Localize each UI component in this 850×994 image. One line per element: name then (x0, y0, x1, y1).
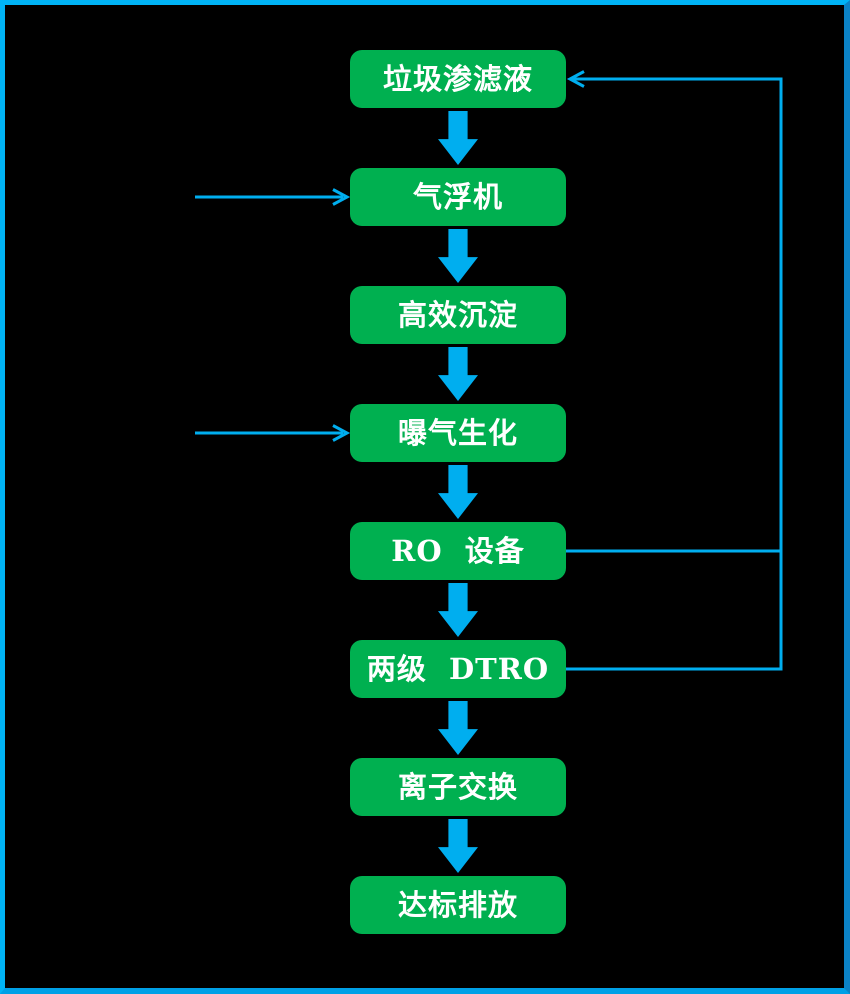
node-aeration-biochemical: 曝气生化 (350, 404, 566, 462)
node-landfill-leachate: 垃圾渗滤液 (350, 50, 566, 108)
return-arrowhead-leachate-icon (566, 70, 585, 88)
node-two-stage-dtro: 两级 DTRO (350, 640, 566, 698)
node-standard-discharge: 达标排放 (350, 876, 566, 934)
node-label: 离子交换 (397, 769, 518, 804)
inflow-arrowhead-air-flotation-icon (332, 188, 351, 206)
node-label: 曝气生化 (397, 415, 518, 450)
node-label: RO 设备 (391, 533, 525, 568)
node-label: 两级 DTRO (366, 651, 550, 686)
node-air-flotation: 气浮机 (350, 168, 566, 226)
node-label: 高效沉淀 (397, 297, 518, 332)
node-label: 达标排放 (397, 887, 518, 922)
recycle-line-dtro-return (566, 77, 783, 671)
node-label: 垃圾渗滤液 (382, 61, 533, 96)
node-label: 气浮机 (412, 179, 503, 214)
node-high-efficiency-sedimentation: 高效沉淀 (350, 286, 566, 344)
node-ion-exchange: 离子交换 (350, 758, 566, 816)
node-ro-equipment: RO 设备 (350, 522, 566, 580)
inflow-arrowhead-aeration-bio-icon (332, 424, 351, 442)
